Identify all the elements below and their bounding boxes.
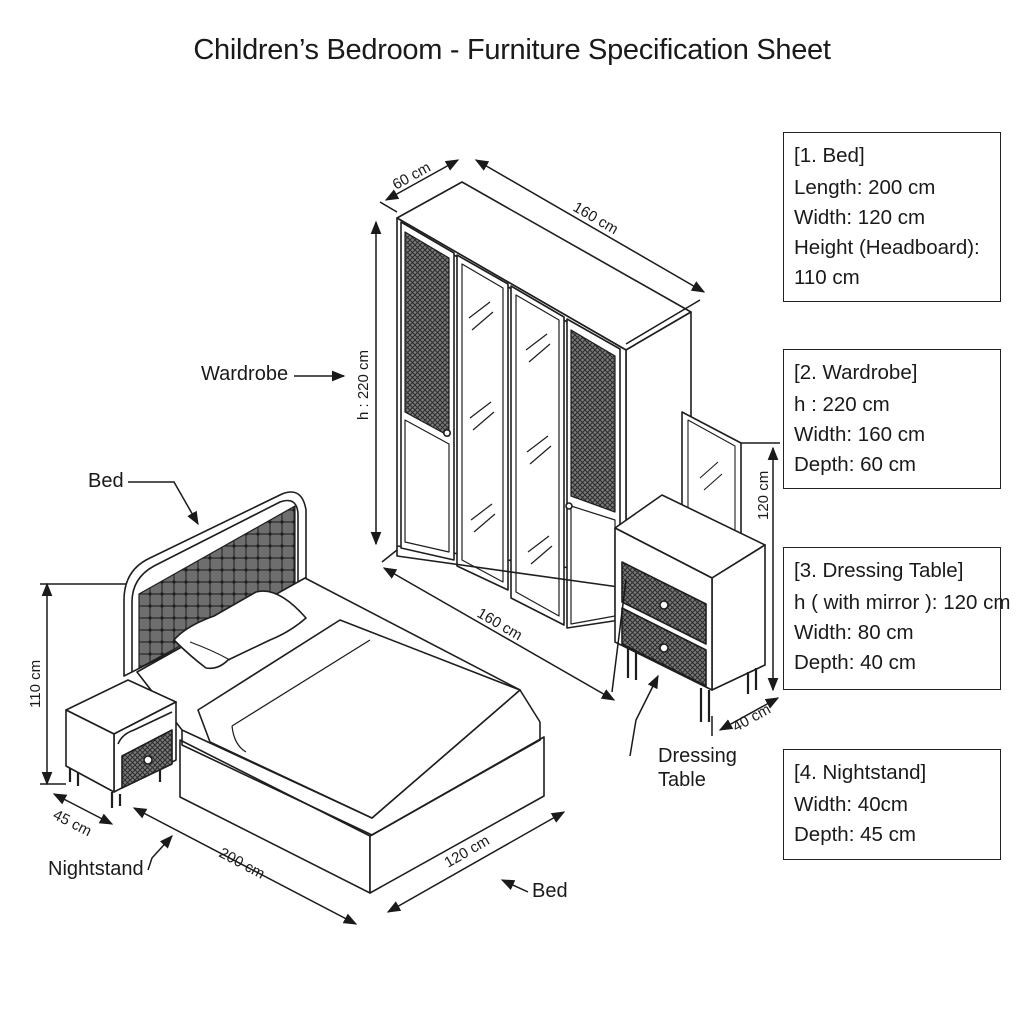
spec-line: Depth: 45 cm [794, 823, 916, 846]
nightstand [65, 679, 177, 808]
wardrobe [396, 181, 692, 629]
spec-heading: [1. Bed] [794, 144, 865, 167]
spec-box-nightstand: [4. Nightstand] Width: 40cm Depth: 45 cm [783, 749, 1001, 860]
callout-dressing-table: Dressing Table [658, 744, 737, 792]
spec-box-dressing-table: [3. Dressing Table] h ( with mirror ): 1… [783, 547, 1011, 690]
dim-nightstand-depth [52, 793, 114, 825]
dim-dressing-depth [718, 697, 780, 731]
spec-line: 110 cm [794, 266, 860, 289]
callout-leaders [128, 370, 659, 893]
dim-wardrobe-depth [384, 159, 460, 201]
label-wardrobe-height: h : 220 cm [355, 350, 372, 420]
dimension-lines [40, 159, 780, 925]
callout-bed-top: Bed [88, 470, 124, 492]
spec-line: h : 220 cm [794, 393, 890, 416]
label-dressing-depth: 40 cm [730, 701, 774, 736]
page-title: Children’s Bedroom - Furniture Specifica… [193, 34, 831, 66]
label-wardrobe-depth: 60 cm [390, 159, 434, 194]
callout-dressing-line1: Dressing [658, 745, 737, 767]
spec-line: Width: 80 cm [794, 621, 914, 644]
label-headboard-height: 110 cm [27, 660, 44, 708]
callout-nightstand: Nightstand [48, 858, 144, 880]
callout-dressing-line2: Table [658, 769, 706, 791]
spec-box-bed: [1. Bed] Length: 200 cm Width: 120 cm He… [783, 132, 1001, 302]
dim-bed-width [386, 811, 566, 913]
label-bed-length: 200 cm [216, 845, 267, 883]
spec-heading: [3. Dressing Table] [794, 559, 964, 582]
spec-line: Length: 200 cm [794, 176, 936, 199]
spec-line: Height (Headboard): [794, 236, 980, 259]
dim-wardrobe-width-top [474, 159, 706, 293]
spec-line: Depth: 40 cm [794, 651, 916, 674]
dim-wardrobe-width-bottom [382, 567, 616, 701]
spec-line: Width: 120 cm [794, 206, 926, 229]
spec-box-wardrobe: [2. Wardrobe] h : 220 cm Width: 160 cm D… [783, 349, 1001, 489]
spec-heading: [2. Wardrobe] [794, 361, 918, 384]
label-dressing-height: 120 cm [755, 471, 772, 520]
spec-line: Width: 40cm [794, 793, 908, 816]
callout-wardrobe: Wardrobe [201, 363, 289, 385]
dressing-table [614, 411, 766, 722]
spec-line: Depth: 60 cm [794, 453, 916, 476]
spec-heading: [4. Nightstand] [794, 761, 927, 784]
dim-bed-length [132, 807, 358, 925]
callout-bed-bottom: Bed [532, 880, 568, 902]
spec-line: Width: 160 cm [794, 423, 926, 446]
spec-line: h ( with mirror ): 120 cm [794, 591, 1011, 614]
